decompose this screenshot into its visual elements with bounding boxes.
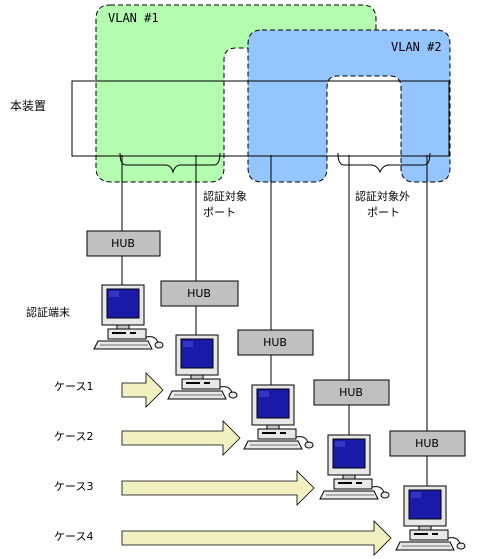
nonauth-port-label-line2: ポート	[367, 206, 400, 219]
hub-5: HUB	[389, 430, 466, 457]
arrow-right-icon	[121, 470, 315, 506]
hub-label: HUB	[111, 237, 135, 250]
vlan2-region	[247, 29, 451, 183]
pc-icon	[93, 284, 164, 350]
hub-1: HUB	[86, 230, 161, 257]
case-3-label: ケース3	[54, 480, 93, 493]
case-1-label: ケース1	[54, 380, 93, 393]
auth-terminal-label: 認証端末	[26, 305, 70, 319]
arrow-right-icon	[121, 372, 164, 408]
hub-3: HUB	[237, 329, 314, 356]
vlan1-region	[95, 4, 377, 183]
hub-label: HUB	[187, 287, 211, 300]
case-4-label: ケース4	[54, 530, 93, 543]
vlan1-label: VLAN #1	[108, 11, 159, 25]
device-box	[71, 80, 450, 157]
vlan2-label: VLAN #2	[391, 40, 442, 54]
pc-icon	[243, 384, 314, 450]
auth-port-label-line2: ポート	[203, 206, 236, 219]
nonauth-port-label-line1: 認証対象外	[355, 189, 410, 203]
pc-icon	[319, 434, 390, 500]
arrow-right-icon	[121, 420, 241, 456]
auth-port-label-line1: 認証対象	[203, 189, 247, 203]
hub-2: HUB	[160, 280, 239, 307]
pc-icon	[167, 334, 238, 400]
pc-icon	[395, 485, 466, 551]
hub-label: HUB	[415, 437, 439, 450]
case-2-label: ケース2	[54, 430, 93, 443]
hub-label: HUB	[339, 386, 363, 399]
hub-4: HUB	[313, 379, 390, 406]
arrow-right-icon	[121, 520, 392, 556]
device-label: 本装置	[10, 99, 46, 113]
hub-label: HUB	[263, 336, 287, 349]
auth-port-brace	[119, 152, 221, 174]
